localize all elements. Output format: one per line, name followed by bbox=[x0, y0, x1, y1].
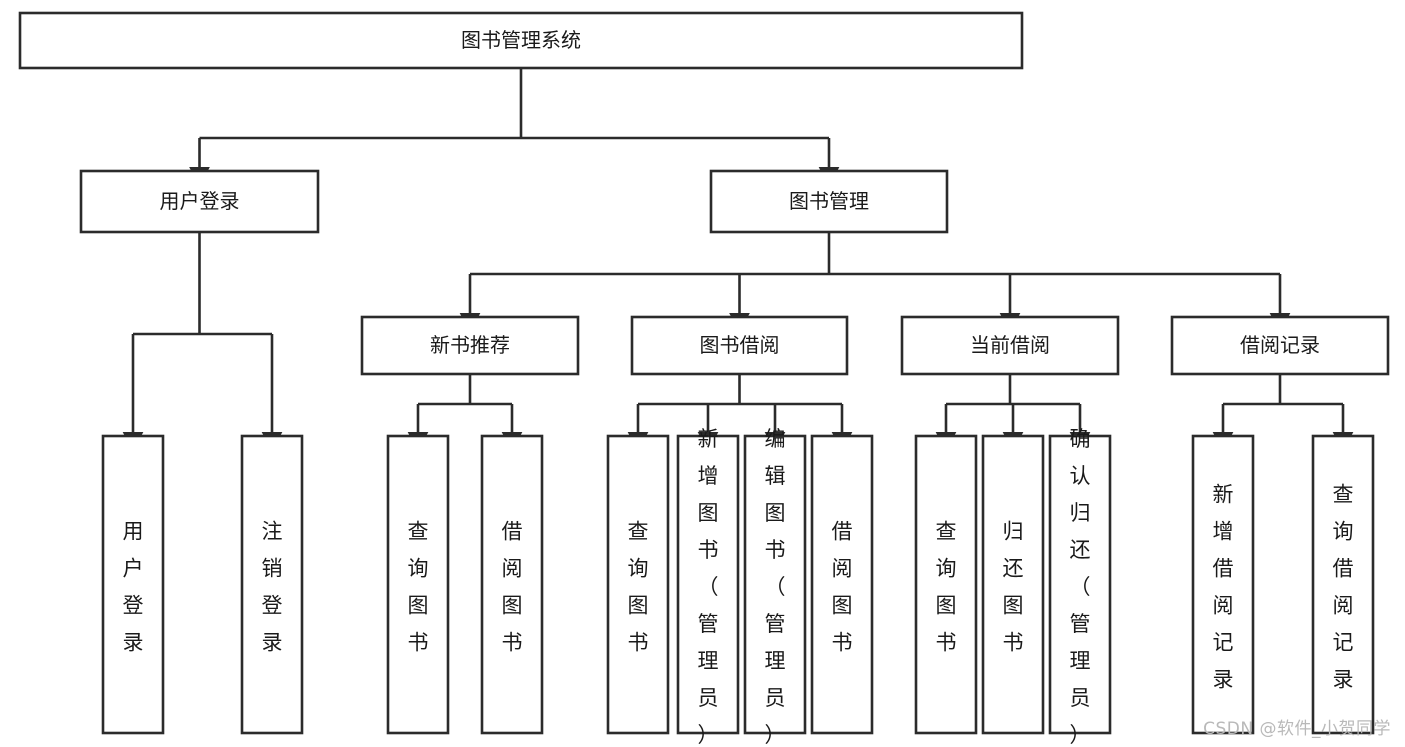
node-leaf-edit-book-box bbox=[743, 434, 807, 735]
node-leaf-user-login[interactable]: 用户登录 bbox=[101, 434, 165, 735]
node-leaf-borrow-book-1-box bbox=[480, 434, 544, 735]
node-leaf-query-book-3-box bbox=[914, 434, 978, 735]
node-leaf-borrow-book-2-box bbox=[810, 434, 874, 735]
node-leaf-edit-book[interactable]: 编辑图书（管理员） bbox=[743, 427, 807, 747]
node-leaf-query-record-box bbox=[1311, 434, 1375, 735]
node-leaf-query-book-3-label: 查询图书 bbox=[936, 520, 957, 655]
node-user-login-box bbox=[79, 169, 320, 234]
node-layer: 图书管理系统用户登录图书管理新书推荐图书借阅当前借阅借阅记录用户登录注销登录查询… bbox=[18, 11, 1390, 747]
node-user-login[interactable]: 用户登录 bbox=[79, 169, 320, 234]
node-root-root[interactable]: 图书管理系统 bbox=[18, 11, 1024, 70]
node-current-borrow[interactable]: 当前借阅 bbox=[900, 315, 1120, 376]
node-leaf-borrow-book-1-label: 借阅图书 bbox=[502, 520, 523, 655]
node-leaf-query-book-1[interactable]: 查询图书 bbox=[386, 434, 450, 735]
node-leaf-query-book-2-box bbox=[606, 434, 670, 735]
node-book-borrow-box bbox=[630, 315, 849, 376]
node-new-book-recommend-label: 新书推荐 bbox=[430, 333, 510, 357]
node-leaf-user-logout-label: 注销登录 bbox=[262, 520, 283, 655]
node-new-book-recommend[interactable]: 新书推荐 bbox=[360, 315, 580, 376]
node-leaf-query-book-3[interactable]: 查询图书 bbox=[914, 434, 978, 735]
node-leaf-return-book-label: 归还图书 bbox=[1003, 520, 1024, 655]
node-book-borrow-label: 图书借阅 bbox=[700, 333, 780, 357]
node-leaf-add-book[interactable]: 新增图书（管理员） bbox=[676, 427, 740, 747]
node-current-borrow-label: 当前借阅 bbox=[970, 333, 1050, 357]
node-leaf-add-book-label: 新增图书（管理员） bbox=[698, 427, 719, 747]
node-leaf-return-book[interactable]: 归还图书 bbox=[981, 434, 1045, 735]
node-leaf-user-logout[interactable]: 注销登录 bbox=[240, 434, 304, 735]
csdn-watermark: CSDN @软件_小贺同学 bbox=[1203, 719, 1391, 739]
node-leaf-borrow-book-1[interactable]: 借阅图书 bbox=[480, 434, 544, 735]
connector-layer bbox=[122, 68, 1354, 452]
node-leaf-user-login-label: 用户登录 bbox=[123, 520, 144, 655]
node-leaf-query-book-2[interactable]: 查询图书 bbox=[606, 434, 670, 735]
node-leaf-query-record-label: 查询借阅记录 bbox=[1333, 483, 1354, 692]
node-leaf-confirm-return[interactable]: 确认归还（管理员） bbox=[1048, 427, 1112, 747]
node-borrow-record-label: 借阅记录 bbox=[1240, 333, 1320, 357]
node-borrow-record[interactable]: 借阅记录 bbox=[1170, 315, 1390, 376]
node-leaf-borrow-book-2[interactable]: 借阅图书 bbox=[810, 434, 874, 735]
node-leaf-confirm-return-label: 确认归还（管理员） bbox=[1070, 427, 1091, 747]
node-leaf-query-record[interactable]: 查询借阅记录 bbox=[1311, 434, 1375, 735]
node-leaf-query-book-1-box bbox=[386, 434, 450, 735]
node-leaf-user-logout-box bbox=[240, 434, 304, 735]
node-root-root-box bbox=[18, 11, 1024, 70]
node-leaf-confirm-return-box bbox=[1048, 434, 1112, 735]
node-leaf-user-login-box bbox=[101, 434, 165, 735]
node-leaf-add-record[interactable]: 新增借阅记录 bbox=[1191, 434, 1255, 735]
node-leaf-add-record-label: 新增借阅记录 bbox=[1213, 483, 1234, 692]
node-new-book-recommend-box bbox=[360, 315, 580, 376]
node-leaf-borrow-book-2-label: 借阅图书 bbox=[832, 520, 853, 655]
node-book-manage[interactable]: 图书管理 bbox=[709, 169, 949, 234]
node-leaf-edit-book-label: 编辑图书（管理员） bbox=[765, 427, 786, 747]
node-book-borrow[interactable]: 图书借阅 bbox=[630, 315, 849, 376]
node-root-root-label: 图书管理系统 bbox=[461, 28, 581, 52]
node-leaf-add-record-box bbox=[1191, 434, 1255, 735]
node-leaf-query-book-2-label: 查询图书 bbox=[628, 520, 649, 655]
node-leaf-query-book-1-label: 查询图书 bbox=[408, 520, 429, 655]
node-user-login-label: 用户登录 bbox=[160, 189, 240, 213]
node-book-manage-box bbox=[709, 169, 949, 234]
node-book-manage-label: 图书管理 bbox=[789, 189, 869, 213]
node-leaf-return-book-box bbox=[981, 434, 1045, 735]
node-current-borrow-box bbox=[900, 315, 1120, 376]
node-borrow-record-box bbox=[1170, 315, 1390, 376]
node-leaf-add-book-box bbox=[676, 434, 740, 735]
